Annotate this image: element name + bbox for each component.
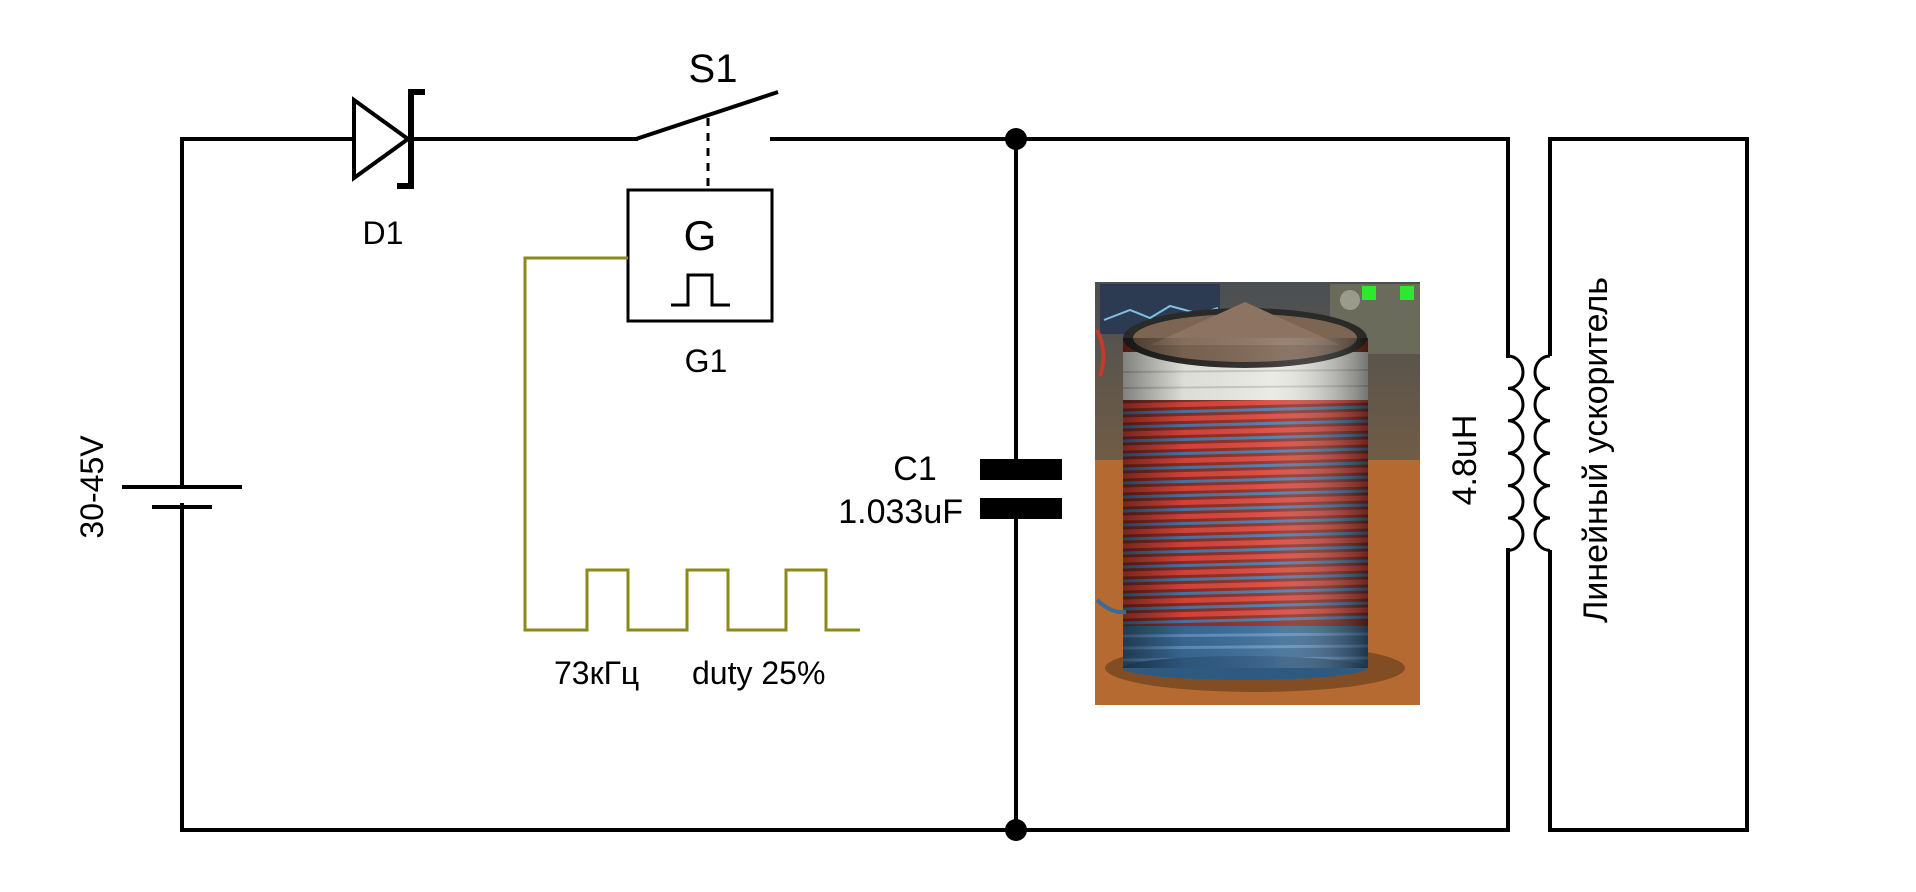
switch-label: S1 xyxy=(689,47,738,91)
generator-box xyxy=(626,188,774,323)
capacitor-plate-top xyxy=(980,459,1062,480)
battery-voltage-label: 30-45V xyxy=(74,435,110,539)
zener-diode-symbol xyxy=(350,89,425,189)
switch-symbol xyxy=(635,90,779,190)
generator-block xyxy=(626,188,774,323)
signal-wire xyxy=(523,256,860,632)
junction-dot-top xyxy=(1005,128,1027,150)
inductor-value-label: 4.8uH xyxy=(1446,415,1484,506)
switch-blade xyxy=(635,90,779,141)
load-outline xyxy=(1548,137,1749,832)
battery-symbol xyxy=(122,469,242,509)
capacitor-value-label: 1.033uF xyxy=(838,493,963,531)
circuit-wires xyxy=(180,137,1510,832)
diode-label: D1 xyxy=(363,215,404,251)
junction-dot-bottom xyxy=(1005,819,1027,841)
signal-duty-label: duty 25% xyxy=(692,655,825,691)
signal-trace xyxy=(523,256,860,632)
capacitor-plate-bottom xyxy=(980,498,1062,519)
inductor-primary-winding xyxy=(1507,354,1525,552)
capacitor-label: C1 xyxy=(893,450,936,488)
load-label: Линейный ускоритель xyxy=(1577,277,1615,623)
load-block xyxy=(1548,137,1749,832)
coil-photo xyxy=(1095,282,1420,705)
generator-symbol: G xyxy=(684,212,717,259)
generator-label: G1 xyxy=(685,343,728,379)
diode-triangle xyxy=(352,96,412,182)
pulse-waveform-icon xyxy=(671,273,730,307)
signal-frequency-label: 73кГц xyxy=(554,655,639,691)
capacitor-symbol xyxy=(980,459,1062,519)
inductor-secondary-winding xyxy=(1533,354,1551,552)
inductor-symbol xyxy=(1507,354,1551,552)
